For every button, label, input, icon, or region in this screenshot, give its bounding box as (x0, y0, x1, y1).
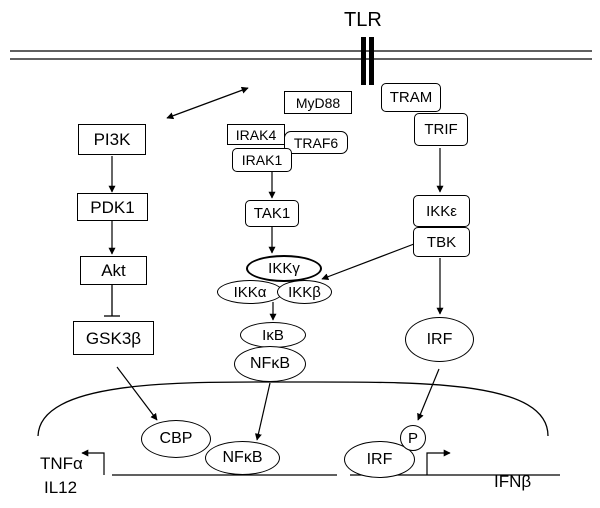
ikk-beta-node: IKKβ (277, 280, 332, 304)
pi3k-node: PI3K (78, 124, 146, 155)
tram-node: TRAM (381, 83, 441, 112)
tlr-label: TLR (344, 9, 382, 31)
trif-node: TRIF (414, 113, 468, 146)
tak1-node: TAK1 (245, 200, 299, 227)
tbk-node: TBK (413, 227, 470, 257)
traf6-node: TRAF6 (284, 131, 348, 154)
gene-label-ifnb: IFNβ (494, 471, 532, 491)
cbp-node: CBP (141, 420, 211, 458)
pdk1-node: PDK1 (77, 193, 148, 221)
arrow-gsk3b-cbp (116, 366, 158, 421)
gsk3b-node: GSK3β (73, 321, 154, 355)
plasma-membrane (10, 50, 592, 60)
gene-label-tnfa: TNFα (40, 453, 83, 473)
ikk-gamma-node: IKKγ (246, 255, 322, 282)
promoter-arrow-left (81, 449, 105, 475)
phosphate-badge: P (400, 425, 426, 451)
irf-cytoplasm-node: IRF (405, 317, 474, 362)
tlr-receptor-bars (361, 37, 374, 85)
inhibit-akt-gsk3b (104, 284, 120, 317)
gene-label-il12: IL12 (44, 477, 78, 497)
myd88-node: MyD88 (284, 91, 352, 114)
nfkb-node: NFκB (234, 346, 306, 382)
irak1-node: IRAK1 (232, 148, 292, 172)
arrow-irf-nucleus (417, 368, 440, 421)
akt-node: Akt (80, 256, 147, 285)
promoter-arrow-right (426, 449, 451, 475)
nfkb-nuclear-node: NFκB (205, 441, 280, 475)
arrow-tlr-pi3k (166, 86, 249, 120)
nuclear-envelope (37, 381, 549, 437)
ikk-epsilon-node: IKKε (413, 195, 470, 227)
arrow-nfkb-nucleus (254, 382, 271, 441)
ikk-alpha-node: IKKα (217, 280, 283, 304)
ikb-node: IκB (240, 322, 306, 348)
arrow-tbk-ikkgamma (321, 243, 415, 281)
irak4-node: IRAK4 (227, 124, 285, 145)
